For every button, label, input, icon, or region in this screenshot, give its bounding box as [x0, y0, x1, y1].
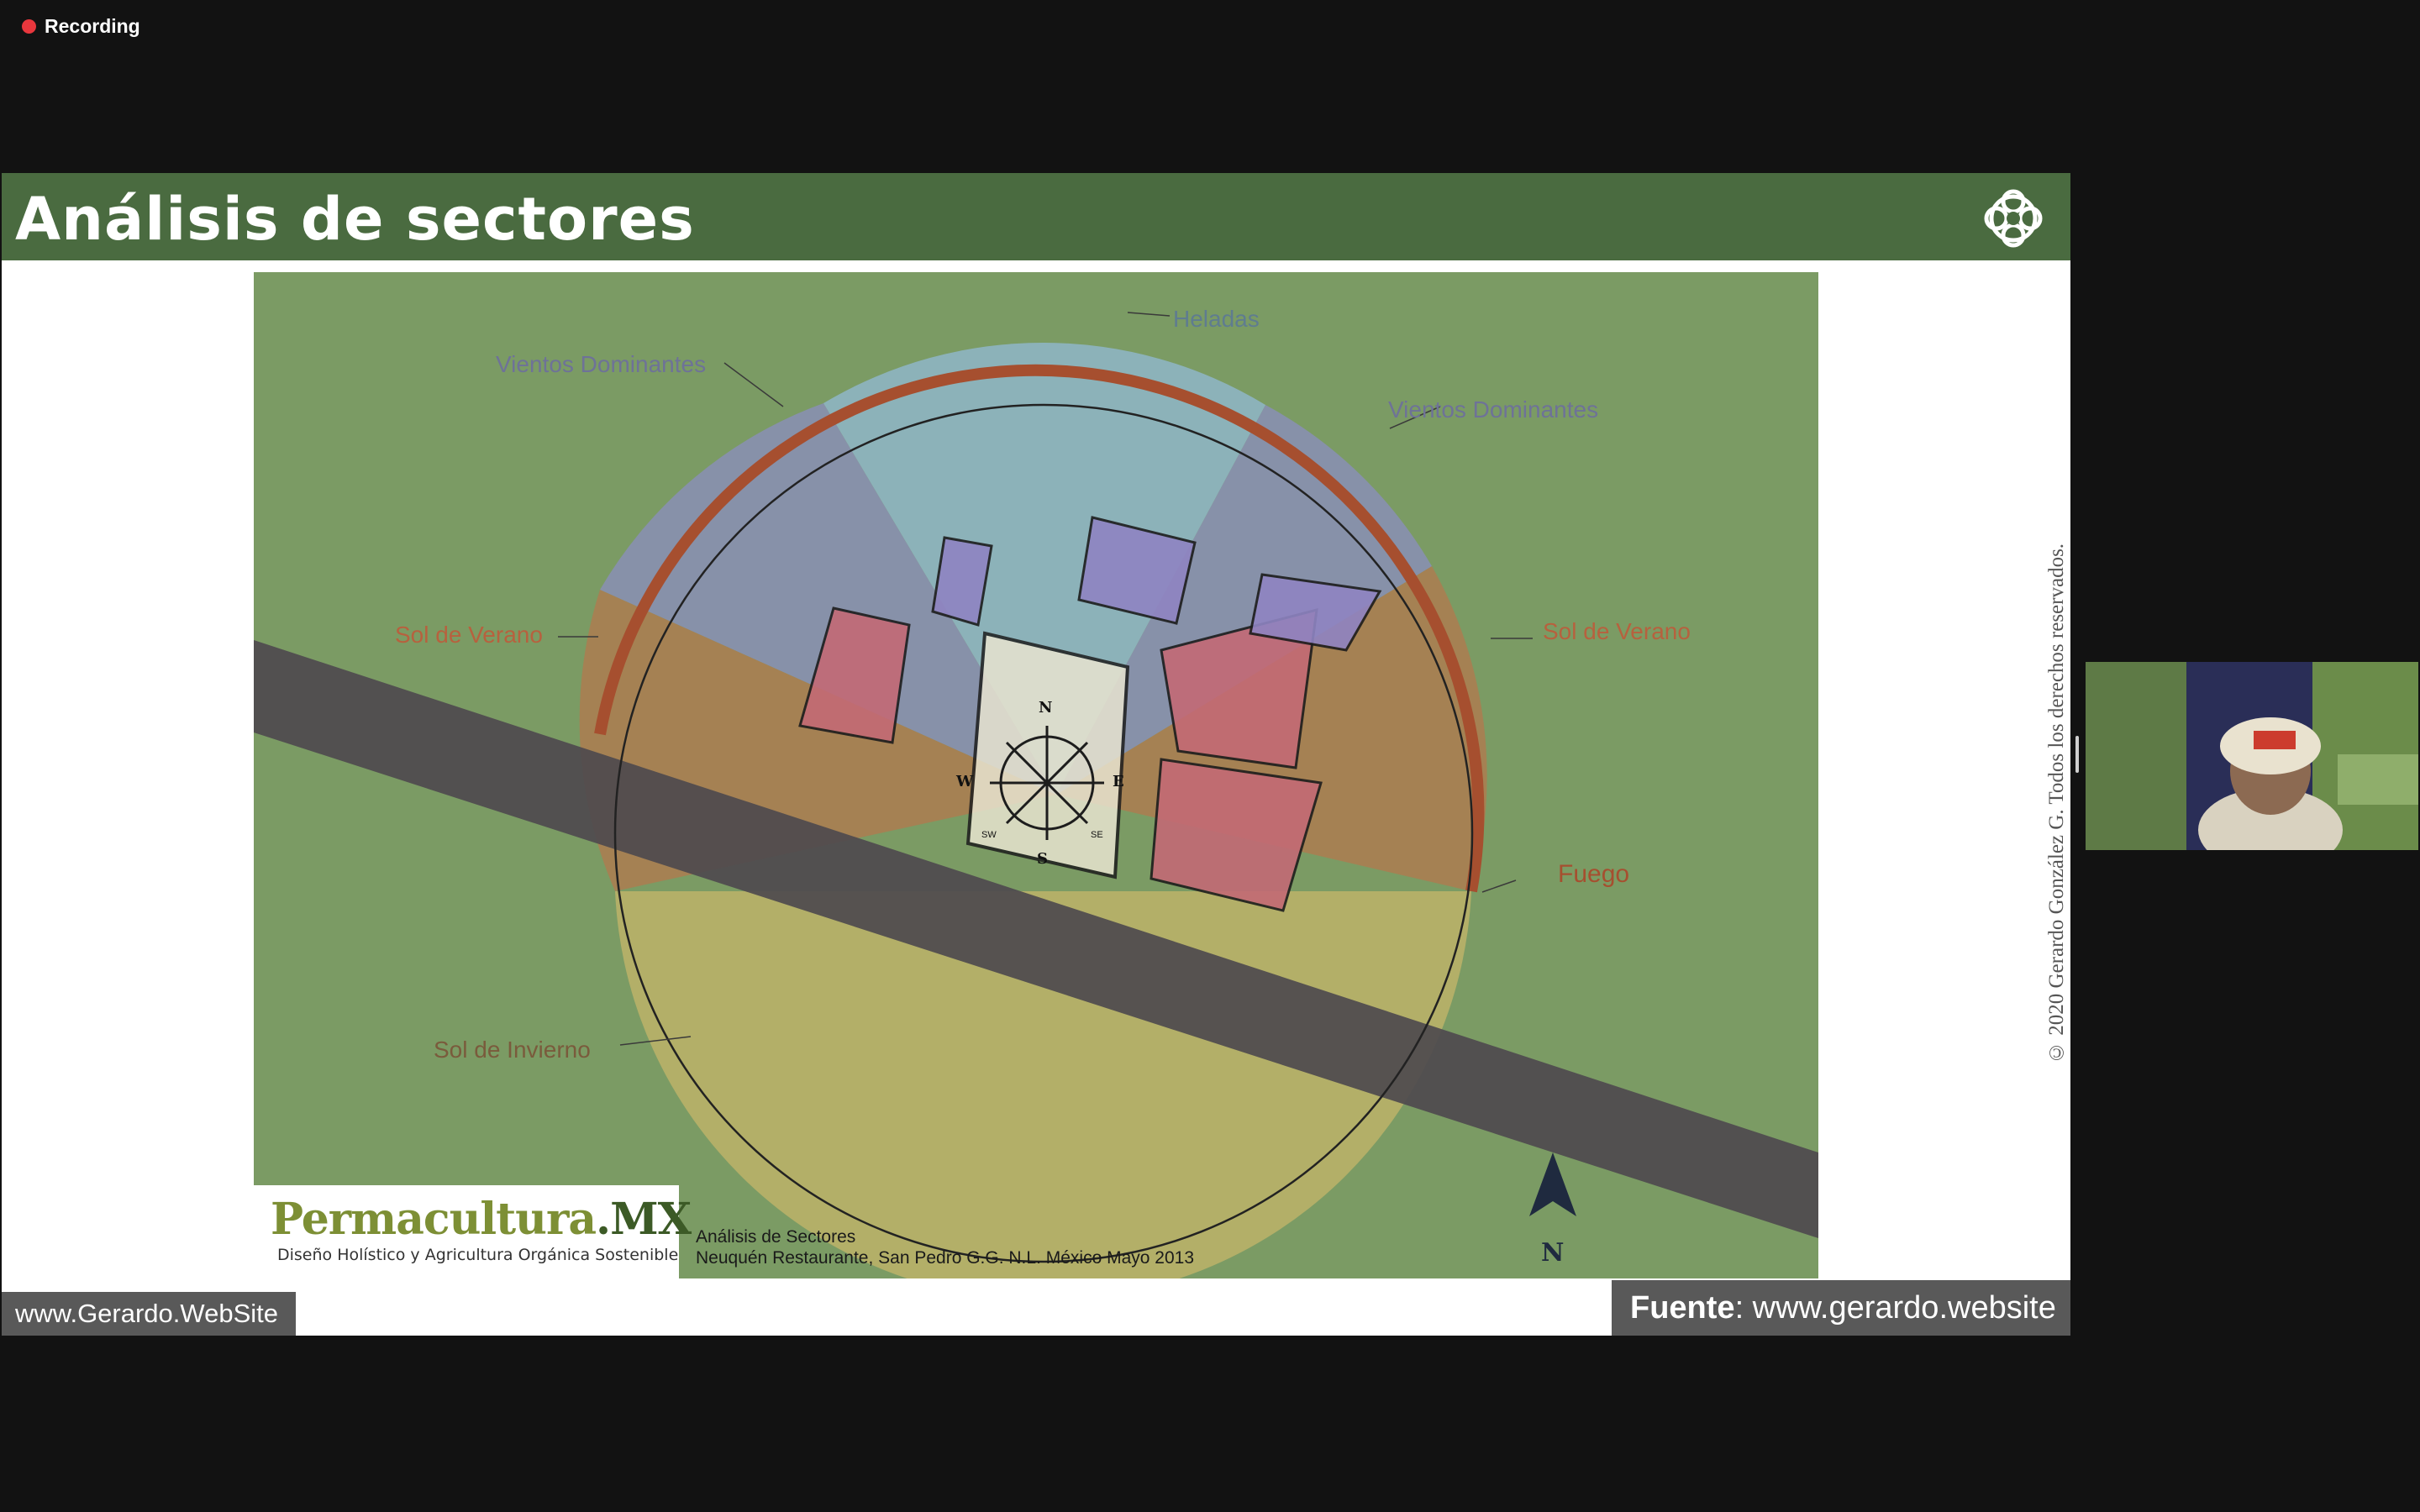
- recording-dot-icon: [22, 19, 36, 34]
- north-label: N: [1541, 1238, 1565, 1268]
- north-arrow-icon: [1529, 1152, 1576, 1216]
- recording-label: Recording: [45, 15, 140, 37]
- sector-analysis-diagram: Heladas Vientos Dominantes Vientos Domin…: [254, 272, 1818, 1278]
- caption-line-2: Neuquén Restaurante, San Pedro G.G. N.L.…: [696, 1248, 1194, 1268]
- fire-rim: [594, 364, 1485, 893]
- sector-vientos-right: [1056, 405, 1432, 795]
- permacultura-brand: Permacultura.MX Diseño Holístico y Agric…: [254, 1185, 692, 1278]
- label-vientos-right: Vientos Dominantes: [1388, 396, 1599, 423]
- compass-s: S: [1037, 850, 1048, 868]
- label-heladas: Heladas: [1173, 306, 1260, 332]
- label-fuego: Fuego: [1558, 860, 1630, 888]
- compass-se: SE: [1091, 830, 1103, 840]
- source-badge: Fuente: www.gerardo.website: [1612, 1280, 2070, 1336]
- road: [254, 640, 1818, 1238]
- compass-w: W: [956, 773, 974, 790]
- website-badge: www.Gerardo.WebSite: [2, 1292, 296, 1336]
- shared-slide: Análisis de sectores © 2020 Gerardo Gonz…: [2, 173, 2070, 1336]
- sector-diagram-svg: [254, 272, 1818, 1278]
- label-vientos-left: Vientos Dominantes: [496, 351, 707, 377]
- recording-indicator: Recording: [22, 15, 140, 38]
- label-sol-verano-right: Sol de Verano: [1543, 618, 1691, 644]
- celtic-knot-logo-icon: [1984, 189, 2043, 248]
- compass-n: N: [1039, 699, 1053, 717]
- label-sol-verano-left: Sol de Verano: [395, 622, 543, 648]
- brand-name: Permacultura.MX: [271, 1194, 692, 1245]
- slide-header: Análisis de sectores: [2, 173, 2070, 260]
- slide-title: Análisis de sectores: [15, 185, 695, 254]
- compass-sw: SW: [981, 830, 997, 840]
- participant-video[interactable]: [2086, 662, 2418, 850]
- brand-tagline: Diseño Holístico y Agricultura Orgánica …: [277, 1246, 679, 1264]
- caption-line-1: Análisis de Sectores: [696, 1227, 856, 1247]
- sector-heladas: [823, 342, 1265, 795]
- label-sol-invierno: Sol de Invierno: [434, 1037, 591, 1063]
- diagram-caption: Análisis de Sectores Neuquén Restaurante…: [696, 1226, 1194, 1268]
- copyright-text: © 2020 Gerardo González G. Todos los der…: [2045, 543, 2068, 1063]
- compass-e: E: [1113, 773, 1124, 790]
- panel-resize-handle[interactable]: [2075, 736, 2079, 773]
- participant-video-frame: [2086, 662, 2418, 850]
